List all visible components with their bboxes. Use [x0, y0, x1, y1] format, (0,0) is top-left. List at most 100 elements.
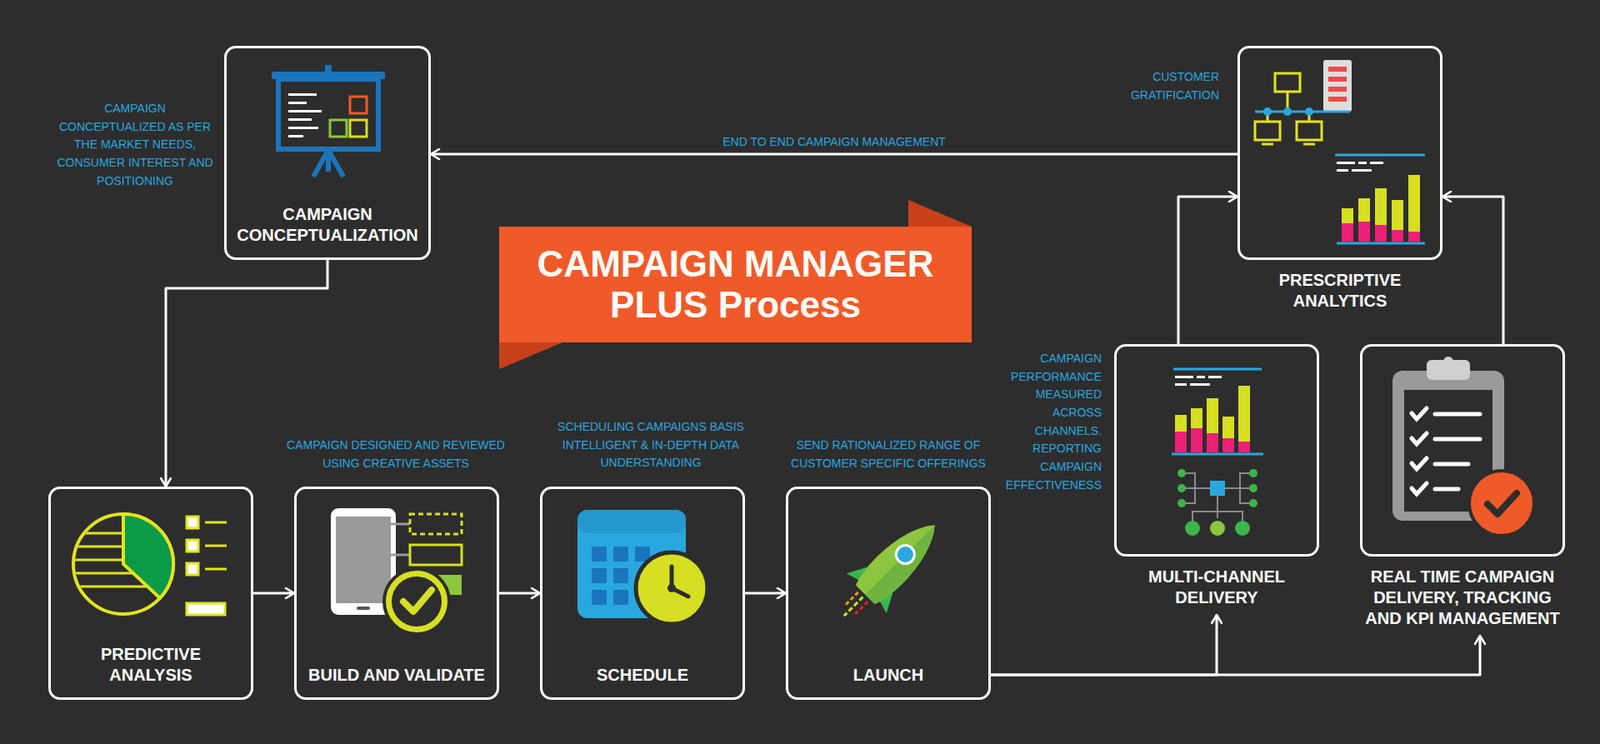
network-analytics-icon-part — [1335, 154, 1425, 157]
network-analytics-icon-part — [1358, 161, 1367, 165]
description-note: CAMPAIGN PERFORMANCE MEASURED ACROSS CHA… — [995, 350, 1102, 495]
calendar-clock-icon-part-part — [591, 590, 607, 605]
box-title: PRESCRIPTIVE ANALYTICS — [1237, 270, 1443, 312]
clipboard-checklist-icon-part-part — [1411, 433, 1427, 445]
box-text-holder: LAUNCH — [795, 665, 982, 686]
multichannel-chart-icon-part — [1173, 368, 1262, 371]
multichannel-chart-icon-part-part — [1175, 415, 1187, 432]
multichannel-chart-icon-part-part — [1183, 487, 1210, 490]
flow-arrow — [1442, 196, 1504, 345]
box-title: SCHEDULE — [549, 665, 736, 686]
clipboard-checklist-icon-part-part — [1435, 437, 1480, 442]
box-text-holder: CAMPAIGN CONCEPTUALIZATION — [233, 204, 422, 246]
rocket-icon-part — [892, 541, 919, 568]
network-analytics-icon-part-part — [1303, 143, 1315, 146]
calendar-clock-icon-part-part — [613, 546, 629, 562]
presentation-board-icon-part — [325, 150, 331, 172]
multichannel-chart-icon-part-part — [1190, 428, 1203, 453]
network-analytics-icon-part — [1408, 231, 1420, 242]
clipboard-checklist-icon-part-part — [1435, 462, 1469, 467]
pie-chart-icon-part — [205, 545, 227, 548]
presentation-board-icon-part — [328, 150, 344, 177]
network-analytics-icon-part — [1341, 223, 1354, 242]
pie-chart-icon-part — [186, 563, 199, 575]
box-heading-holder: MULTI-CHANNEL DELIVERY — [1114, 566, 1320, 615]
network-analytics-icon-part — [1408, 175, 1420, 232]
multichannel-chart-icon-part-part — [1175, 431, 1187, 453]
network-analytics-icon-part — [1336, 161, 1355, 165]
network-analytics-icon-part — [1328, 66, 1347, 72]
multichannel-chart-icon-part-part — [1225, 487, 1252, 490]
presentation-board-icon-part — [288, 126, 319, 130]
multichannel-chart-icon — [1171, 369, 1264, 536]
network-analytics-icon-part — [1336, 169, 1349, 172]
box-text-holder: SCHEDULE — [549, 665, 736, 686]
pie-chart-icon-part-part — [73, 532, 124, 535]
box-title: BUILD AND VALIDATE — [303, 665, 490, 686]
clipboard-checklist-icon-part-part — [1411, 408, 1427, 420]
pie-chart-icon-part — [73, 514, 174, 615]
multichannel-chart-icon-part-part — [1206, 398, 1219, 434]
multichannel-chart-icon-part-part — [1238, 441, 1250, 453]
rocket-icon-part — [865, 525, 948, 608]
presentation-board-icon-part — [288, 118, 312, 121]
process-box: REAL TIME CAMPAIGN DELIVERY, TRACKING AN… — [1360, 344, 1565, 636]
multichannel-chart-icon-part-part — [1249, 484, 1258, 493]
calendar-clock-icon-part-part — [591, 568, 607, 584]
multichannel-chart-icon-part — [1177, 469, 1258, 536]
clipboard-checklist-icon-part — [1487, 493, 1517, 515]
clipboard-checklist-icon-part-part — [1411, 458, 1427, 470]
network-analytics-icon-part — [1328, 76, 1347, 82]
box-outline — [1360, 344, 1565, 557]
box-heading-holder: REAL TIME CAMPAIGN DELIVERY, TRACKING AN… — [1360, 566, 1565, 636]
clipboard-checklist-icon-part — [1469, 470, 1535, 536]
network-analytics-icon-part — [1351, 169, 1372, 172]
multichannel-chart-icon-part-part — [1192, 511, 1243, 522]
multichannel-chart-icon-part-part — [1177, 499, 1186, 508]
multichannel-chart-icon-part — [1175, 385, 1250, 453]
multichannel-chart-icon-part-part — [1206, 433, 1219, 453]
phone-validate-icon-part — [335, 516, 391, 604]
multichannel-chart-icon-part-part — [1190, 408, 1203, 429]
presentation-board-icon-part — [288, 93, 317, 96]
rocket-icon-part — [844, 597, 864, 617]
box-title: MULTI-CHANNEL DELIVERY — [1114, 566, 1320, 609]
phone-validate-icon-part — [410, 514, 462, 535]
calendar-clock-icon-part-part — [591, 546, 607, 562]
multichannel-chart-icon-part — [1171, 453, 1264, 456]
box-heading-holder: PRESCRIPTIVE ANALYTICS — [1237, 270, 1443, 319]
calendar-clock-icon — [577, 510, 708, 625]
network-analytics-icon — [1255, 60, 1425, 244]
description-note: CAMPAIGN DESIGNED AND REVIEWED USING CRE… — [276, 436, 515, 473]
calendar-clock-icon-part-part — [613, 590, 629, 605]
network-analytics-icon-part — [1336, 242, 1425, 245]
network-analytics-icon-part — [1305, 107, 1314, 116]
multichannel-chart-icon-part — [1175, 383, 1187, 386]
flow-arrow — [499, 592, 540, 595]
pie-chart-icon-part — [186, 540, 199, 552]
clipboard-checklist-icon-part — [1411, 408, 1480, 495]
multichannel-chart-icon-part-part — [1249, 469, 1258, 478]
connector-label: END TO END CAMPAIGN MANAGEMENT — [719, 134, 950, 150]
presentation-board-icon-part — [350, 120, 367, 137]
title-holder: CAMPAIGN MANAGER PLUS Process — [499, 226, 972, 343]
description-note: SEND RATIONALIZED RANGE OF CUSTOMER SPEC… — [783, 436, 994, 473]
description-note: SCHEDULING CAMPAIGNS BASIS INTELLIGENT &… — [545, 418, 756, 473]
pie-chart-icon-part — [186, 603, 225, 615]
calendar-clock-icon-part — [577, 510, 686, 534]
title-banner-part — [499, 226, 972, 343]
network-analytics-icon-part — [1341, 208, 1354, 224]
box-text-holder: PREDICTIVE ANALYSIS — [57, 644, 245, 686]
network-analytics-icon-part — [1255, 73, 1322, 145]
presentation-board-icon-part — [288, 135, 304, 138]
network-analytics-icon-part — [1283, 107, 1292, 116]
title-banner — [499, 200, 972, 370]
clipboard-checklist-icon-part-part — [1435, 412, 1480, 417]
process-box: PREDICTIVE ANALYSIS — [48, 486, 254, 700]
network-analytics-icon-part-part — [1261, 143, 1274, 146]
multichannel-chart-icon-part-part — [1235, 520, 1250, 536]
network-analytics-icon-part-part — [1275, 73, 1300, 92]
